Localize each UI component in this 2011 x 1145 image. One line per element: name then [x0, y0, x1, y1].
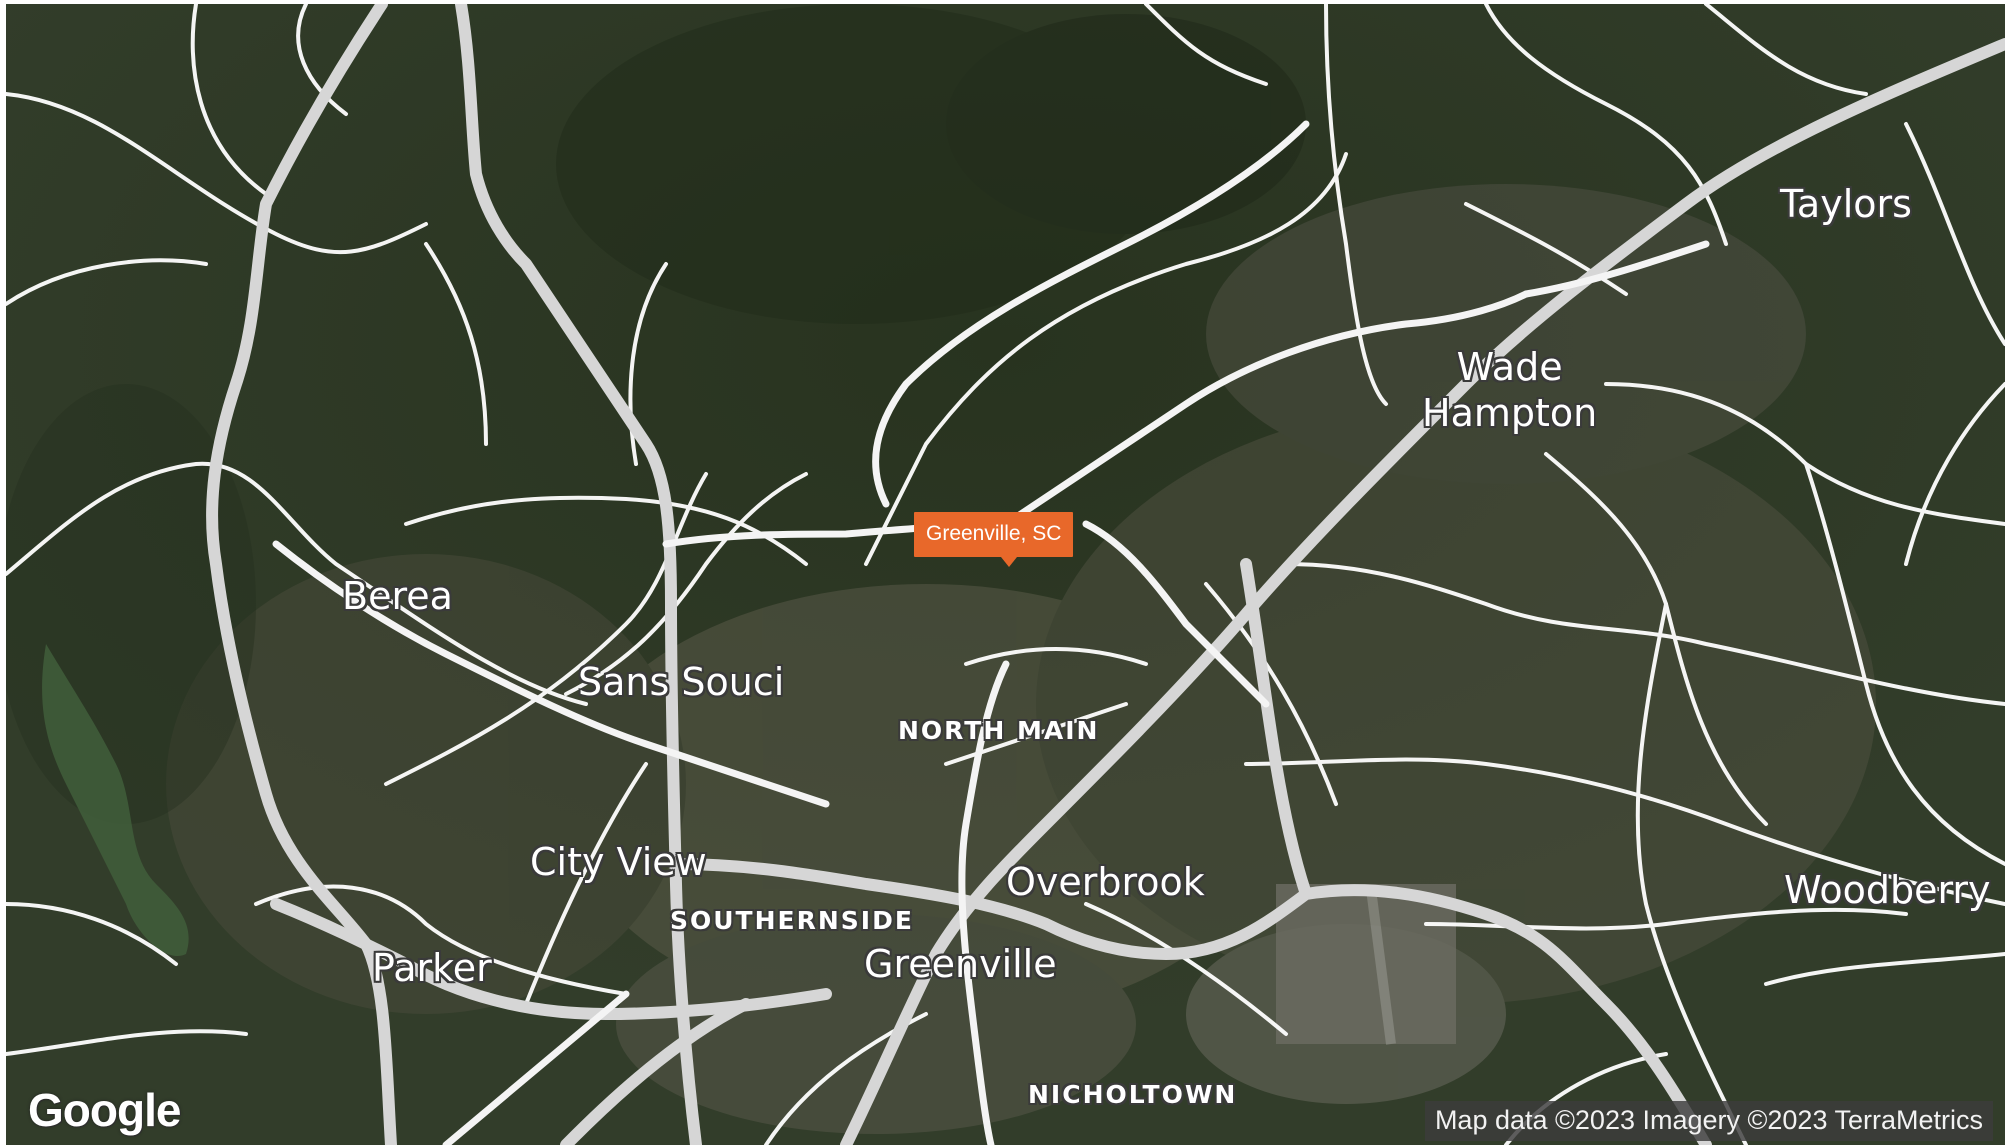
google-logo[interactable]: Google — [28, 1084, 181, 1136]
place-label-woodberry: Woodberry — [1784, 868, 1991, 912]
place-label-overbrook: Overbrook — [1006, 860, 1205, 904]
neighborhood-label-north-main: NORTH MAIN — [898, 716, 1100, 745]
place-label-wade-hampton-text: Wade Hampton — [1422, 345, 1598, 435]
map-viewport[interactable]: Taylors Wade Hampton Berea Sans Souci Ci… — [6, 4, 2005, 1145]
place-label-wade-hampton: Wade Hampton — [1422, 344, 1597, 436]
location-pin-tail — [1001, 557, 1017, 567]
location-pin-label: Greenville, SC — [926, 522, 1062, 545]
place-label-city-view: City View — [530, 840, 707, 884]
location-pin[interactable]: Greenville, SC — [914, 512, 1074, 567]
satellite-imagery — [6, 4, 2005, 1145]
neighborhood-label-southernside: SOUTHERNSIDE — [670, 906, 914, 935]
place-label-berea: Berea — [342, 574, 453, 618]
place-label-sans-souci: Sans Souci — [578, 660, 785, 704]
place-label-taylors: Taylors — [1780, 182, 1912, 226]
map-attribution[interactable]: Map data ©2023 Imagery ©2023 TerraMetric… — [1424, 1101, 1993, 1141]
place-label-parker: Parker — [372, 946, 492, 990]
neighborhood-label-nicholtown: NICHOLTOWN — [1028, 1080, 1238, 1109]
place-label-greenville: Greenville — [864, 942, 1057, 986]
